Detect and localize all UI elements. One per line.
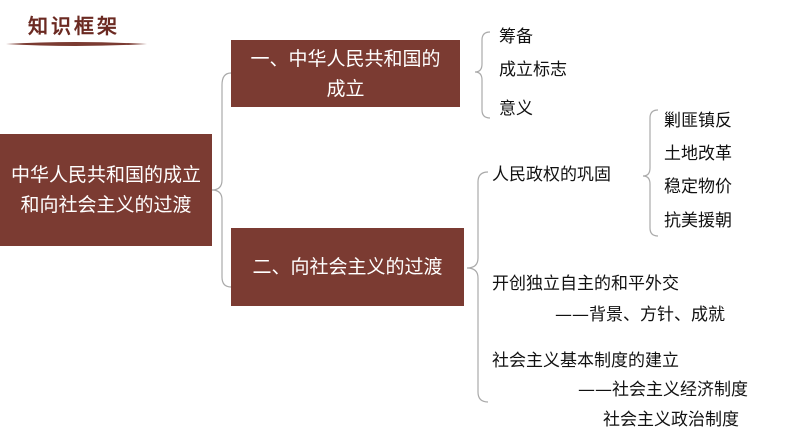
consolidation-item: 土地改革 (664, 144, 732, 164)
root-node: 中华人民共和国的成立和向社会主义的过渡 (0, 134, 212, 246)
section1-item: 筹备 (499, 27, 533, 47)
consolidation-item: 稳定物价 (664, 177, 732, 197)
page-title: 知识框架 (28, 14, 120, 38)
diplomacy-label: 开创独立自主的和平外交 (492, 274, 679, 294)
section2-node: 二、向社会主义的过渡 (231, 228, 464, 306)
root-line1: 中华人民共和国的成立 (10, 164, 201, 186)
root-brace (211, 72, 232, 288)
title-underline (6, 42, 147, 46)
section2-label: 二、向社会主义的过渡 (252, 256, 443, 278)
system-label: 社会主义基本制度的建立 (492, 351, 679, 371)
section1-item: 意义 (499, 99, 533, 119)
consolidation-brace (642, 109, 659, 237)
section1-line1: 一、中华人民共和国的 (250, 47, 441, 70)
section2-brace (466, 171, 489, 403)
diplomacy-detail: ——背景、方针、成就 (555, 305, 725, 325)
section1-brace (474, 31, 491, 119)
system-detail-political: 社会主义政治制度 (603, 410, 739, 430)
section1-line2: 成立 (326, 77, 365, 100)
section1-item: 成立标志 (499, 60, 567, 80)
section1-node: 一、中华人民共和国的成立 (231, 40, 460, 107)
consolidation-label: 人民政权的巩固 (492, 165, 611, 185)
root-line2: 和向社会主义的过渡 (20, 194, 192, 216)
consolidation-item: 剿匪镇反 (664, 111, 732, 131)
consolidation-item: 抗美援朝 (664, 211, 732, 231)
system-detail-economic: ——社会主义经济制度 (578, 380, 748, 400)
